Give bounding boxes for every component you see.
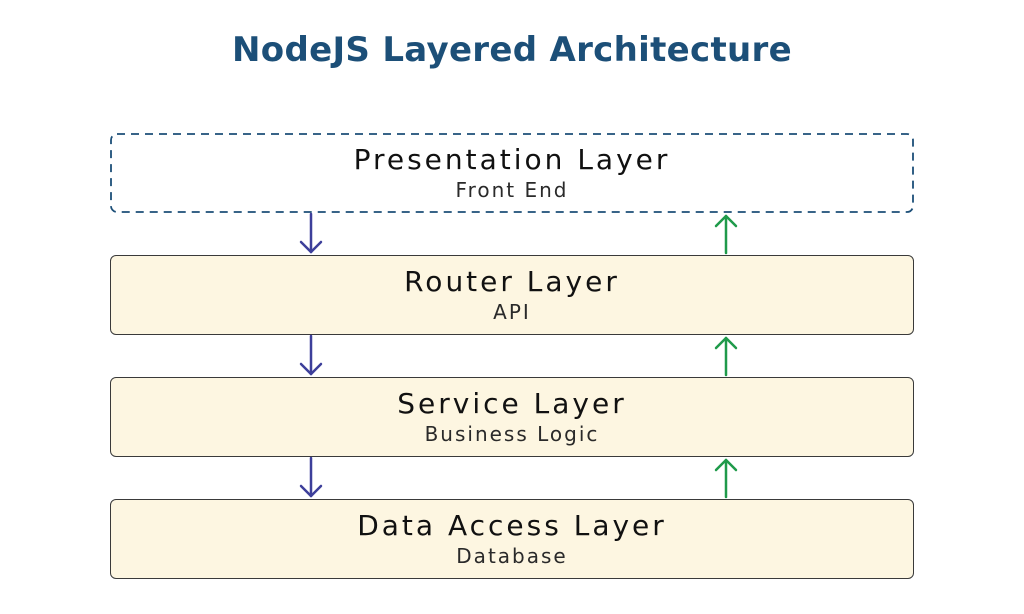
service-layer-subtitle: Business Logic <box>424 422 600 446</box>
service-layer-name: Service Layer <box>397 387 627 420</box>
down-arrow-1 <box>299 212 323 254</box>
down-arrow-3 <box>299 456 323 498</box>
data-access-layer-box: Data Access Layer Database <box>110 499 914 579</box>
service-layer-box: Service Layer Business Logic <box>110 377 914 457</box>
down-arrow-2 <box>299 334 323 376</box>
router-layer-box: Router Layer API <box>110 255 914 335</box>
data-access-layer-name: Data Access Layer <box>357 509 667 542</box>
page-title: NodeJS Layered Architecture <box>232 30 792 70</box>
presentation-layer-box: Presentation Layer Front End <box>110 133 914 213</box>
up-arrow-1 <box>714 214 738 255</box>
router-layer-name: Router Layer <box>404 265 620 298</box>
presentation-layer-subtitle: Front End <box>455 178 569 202</box>
router-layer-subtitle: API <box>493 300 531 324</box>
up-arrow-3 <box>714 458 738 499</box>
data-access-layer-subtitle: Database <box>456 544 568 568</box>
presentation-layer-name: Presentation Layer <box>353 143 671 176</box>
up-arrow-2 <box>714 336 738 377</box>
